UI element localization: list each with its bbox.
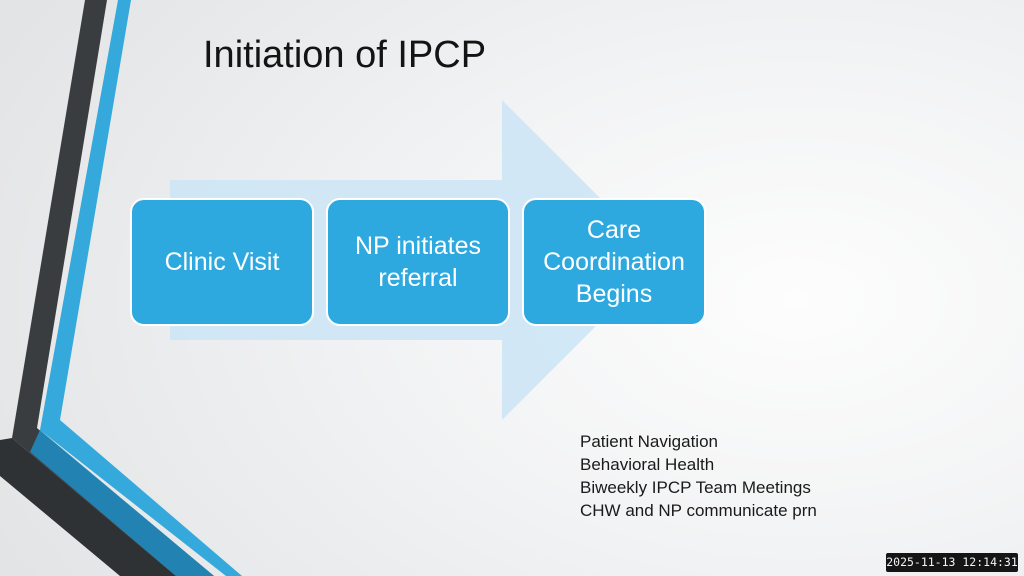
dark-stripe — [12, 0, 214, 576]
note-item: Behavioral Health — [580, 455, 715, 474]
note-item: CHW and NP communicate prn — [580, 501, 817, 520]
note-item: Patient Navigation — [580, 432, 718, 451]
step-label: Clinic Visit — [164, 248, 280, 276]
step-care-coordination: Care Coordination Begins — [522, 198, 706, 326]
note-item: Biweekly IPCP Team Meetings — [580, 478, 811, 497]
timestamp-overlay: 2025-11-13 12:14:31 — [886, 553, 1018, 572]
step-label: Care Coordination Begins — [543, 216, 685, 308]
dark-wedge — [0, 438, 176, 576]
notes-list: Patient Navigation Behavioral Health Biw… — [580, 430, 817, 522]
slide-title: Initiation of IPCP — [203, 34, 487, 76]
step-clinic-visit: Clinic Visit — [130, 198, 314, 326]
step-np-initiates-referral: NP initiates referral — [326, 198, 510, 326]
step-label: NP initiates referral — [355, 232, 481, 292]
blue-wedge — [30, 430, 214, 576]
blue-stripe — [40, 0, 242, 576]
